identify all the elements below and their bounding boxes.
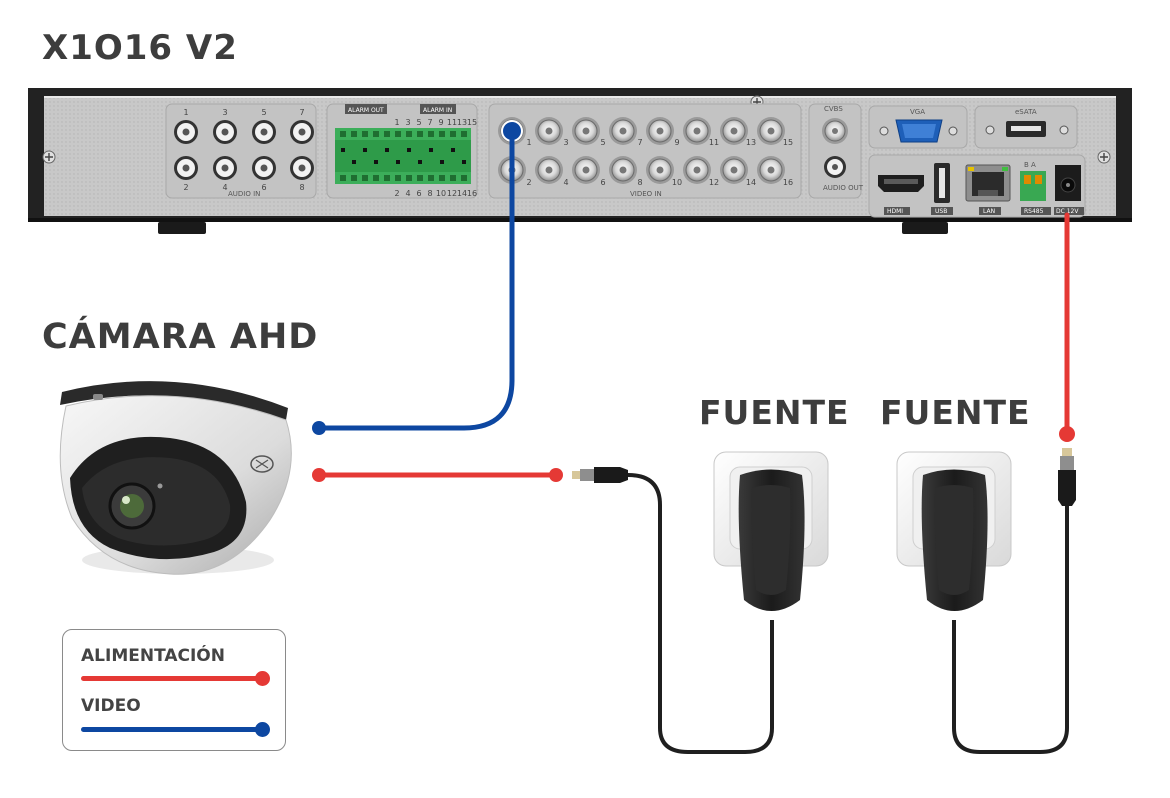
video-cable [317,128,515,431]
audio-in-number: 4 [222,183,227,192]
hdmi-port [878,175,924,192]
lan-port [965,164,1011,202]
alarm-terminal-pins [340,131,467,181]
video-in-number: 7 [637,138,642,147]
alarm-terminal-body [335,140,471,172]
video-in-number: 12 [709,178,719,187]
alarm-number: 3 [405,118,410,127]
audio-in-number: 3 [222,108,227,117]
alarm-number: 4 [405,189,410,198]
power-supply-title-2: FUENTE [880,393,1031,432]
camera-power-end-dot [549,468,563,482]
audio-in-number: 6 [261,183,266,192]
screw-icon [42,150,56,164]
alarm-number: 15 [467,118,477,127]
power-adapter-2 [921,469,988,611]
audio-in-block [165,103,317,199]
video-in-label: VIDEO IN [630,190,662,198]
legend-video-line [81,727,263,732]
alarm-number: 9 [438,118,443,127]
video-in-number: 16 [783,178,793,187]
alarm-number: 1 [394,118,399,127]
alarm-number: 10 [436,189,446,198]
vga-label: VGA [910,108,925,116]
video-in-number: 6 [600,178,605,187]
video-in-bnc-ports [498,117,785,184]
legend-video-dot [255,722,270,737]
alarm-number: 5 [416,118,421,127]
cvbs-label: CVBS [824,105,843,113]
camera-dc-plug [572,467,774,754]
audio-in-ports [174,120,314,180]
video-in-number: 15 [783,138,793,147]
alarm-number: 11 [447,118,457,127]
dome-camera [59,381,292,575]
video-in-number: 11 [709,138,719,147]
rs485-terminal [1020,171,1046,201]
usb-port [934,163,950,203]
dvr-foot-right [902,222,948,234]
video-in-number: 13 [746,138,756,147]
legend-power-dot [255,671,270,686]
video-in-number: 2 [526,178,531,187]
alarm-out-label: ALARM OUT [348,107,384,114]
alarm-number: 8 [427,189,432,198]
screw-icon [1097,150,1111,164]
dvr-model-title: X1O16 V2 [42,28,238,68]
audio-in-label: AUDIO IN [228,190,260,198]
brand-logo-icon [250,455,274,473]
alarm-number: 6 [416,189,421,198]
alarm-number: 16 [467,189,477,198]
hdmi-label: HDMI [887,208,903,215]
video-in-number: 3 [563,138,568,147]
alarm-number: 7 [427,118,432,127]
legend-power-line [81,676,263,681]
alarm-number: 14 [457,189,467,198]
video-in-number: 14 [746,178,756,187]
camera-title: CÁMARA AHD [42,317,319,357]
audio-in-number: 8 [299,183,304,192]
dc-power-port [1055,165,1081,201]
audio-in-number: 5 [261,108,266,117]
rs485-label: RS485 [1024,208,1044,215]
esata-label: eSATA [1015,108,1037,116]
alarm-terminal-top [335,128,471,140]
audio-in-number: 7 [299,108,304,117]
alarm-number: 2 [394,189,399,198]
legend-video-label: VIDEO [81,696,141,716]
dvr-foot-left [158,222,206,234]
video-in-number: 8 [637,178,642,187]
dvr-power-end-dot [1059,426,1075,442]
legend: ALIMENTACIÓN VIDEO [62,629,286,751]
alarm-terminal-bottom [335,172,471,184]
camera-power-start-dot [312,468,326,482]
vga-port [879,119,958,143]
legend-power-label: ALIMENTACIÓN [81,646,225,666]
alarm-number: 12 [447,189,457,198]
alarm-in-label: ALARM IN [423,107,452,114]
cvbs-block [808,103,862,199]
cvbs-bnc-port [822,118,848,144]
video-in-number: 9 [674,138,679,147]
audio-out-label: AUDIO OUT [823,184,864,192]
dvr-dc-plug [952,448,1076,754]
video-in-number: 4 [563,178,568,187]
lan-label: LAN [983,208,995,215]
video-in-number: 10 [672,178,682,187]
power-adapter-1 [738,469,805,611]
power-supply-title-1: FUENTE [699,393,850,432]
audio-in-number: 1 [183,108,188,117]
alarm-number: 13 [457,118,467,127]
dc-label: DC 12V [1056,208,1079,215]
usb-label: USB [935,208,947,215]
video-in-number: 1 [526,138,531,147]
audio-in-number: 2 [183,183,188,192]
video-cable-end-dot [312,421,326,435]
rs485-pins-label: B A [1024,161,1036,169]
audio-out-port [824,156,846,178]
video-in-number: 5 [600,138,605,147]
esata-port [985,121,1069,137]
